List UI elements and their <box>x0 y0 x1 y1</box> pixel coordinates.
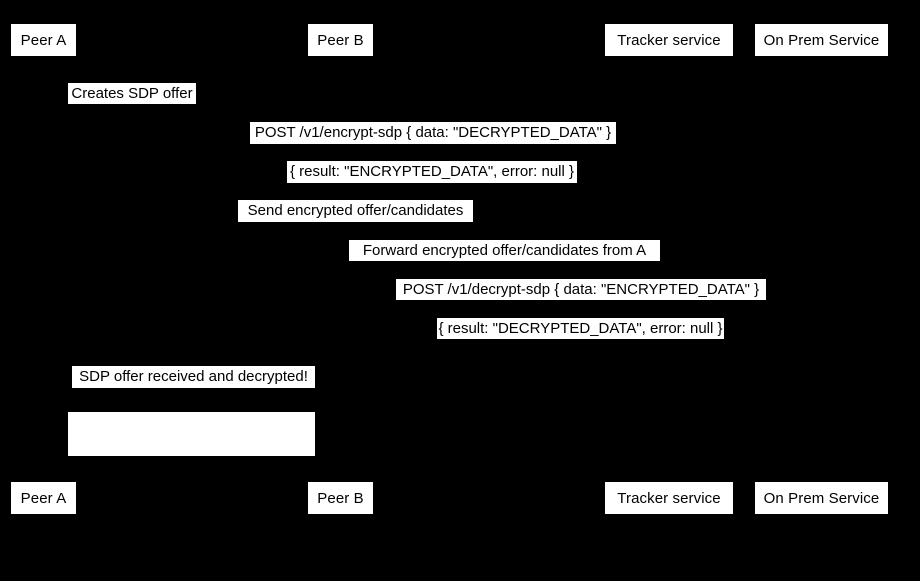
lifeline-tracker-service <box>669 57 670 481</box>
message-encrypt-sdp-result: { result: "ENCRYPTED_DATA", error: null … <box>287 161 577 183</box>
note-line-1: Create SDP answer and send to An <box>73 457 310 474</box>
message-creates-sdp-offer: Creates SDP offer <box>68 83 196 104</box>
lifeline-peer-a <box>43 57 44 481</box>
participant-peer-a-bottom[interactable]: Peer A <box>10 481 77 515</box>
participant-peer-a-top[interactable]: Peer A <box>10 23 77 57</box>
message-sdp-offer-received: SDP offer received and decrypted! <box>72 366 315 388</box>
message-post-decrypt-sdp: POST /v1/decrypt-sdp { data: "ENCRYPTED_… <box>396 279 766 300</box>
note-create-sdp-answer: Create SDP answer and send to An using t… <box>68 412 315 537</box>
message-post-encrypt-sdp: POST /v1/encrypt-sdp { data: "DECRYPTED_… <box>250 122 616 144</box>
participant-tracker-service-bottom[interactable]: Tracker service <box>604 481 734 515</box>
participant-peer-b-top[interactable]: Peer B <box>307 23 374 57</box>
sequence-diagram: Peer A Peer B Tracker service On Prem Se… <box>10 23 889 537</box>
participant-tracker-service-top[interactable]: Tracker service <box>604 23 734 57</box>
message-decrypt-sdp-result: { result: "DECRYPTED_DATA", error: null … <box>437 318 724 339</box>
message-forward-encrypted-offer: Forward encrypted offer/candidates from … <box>349 240 660 261</box>
participant-on-prem-service-bottom[interactable]: On Prem Service <box>754 481 889 515</box>
participant-on-prem-service-top[interactable]: On Prem Service <box>754 23 889 57</box>
message-send-encrypted-offer: Send encrypted offer/candidates <box>238 200 473 222</box>
note-line-2: using the same mechanism <box>100 520 283 537</box>
lifeline-on-prem-service <box>821 57 822 481</box>
lifeline-peer-b <box>340 57 341 481</box>
participant-peer-b-bottom[interactable]: Peer B <box>307 481 374 515</box>
